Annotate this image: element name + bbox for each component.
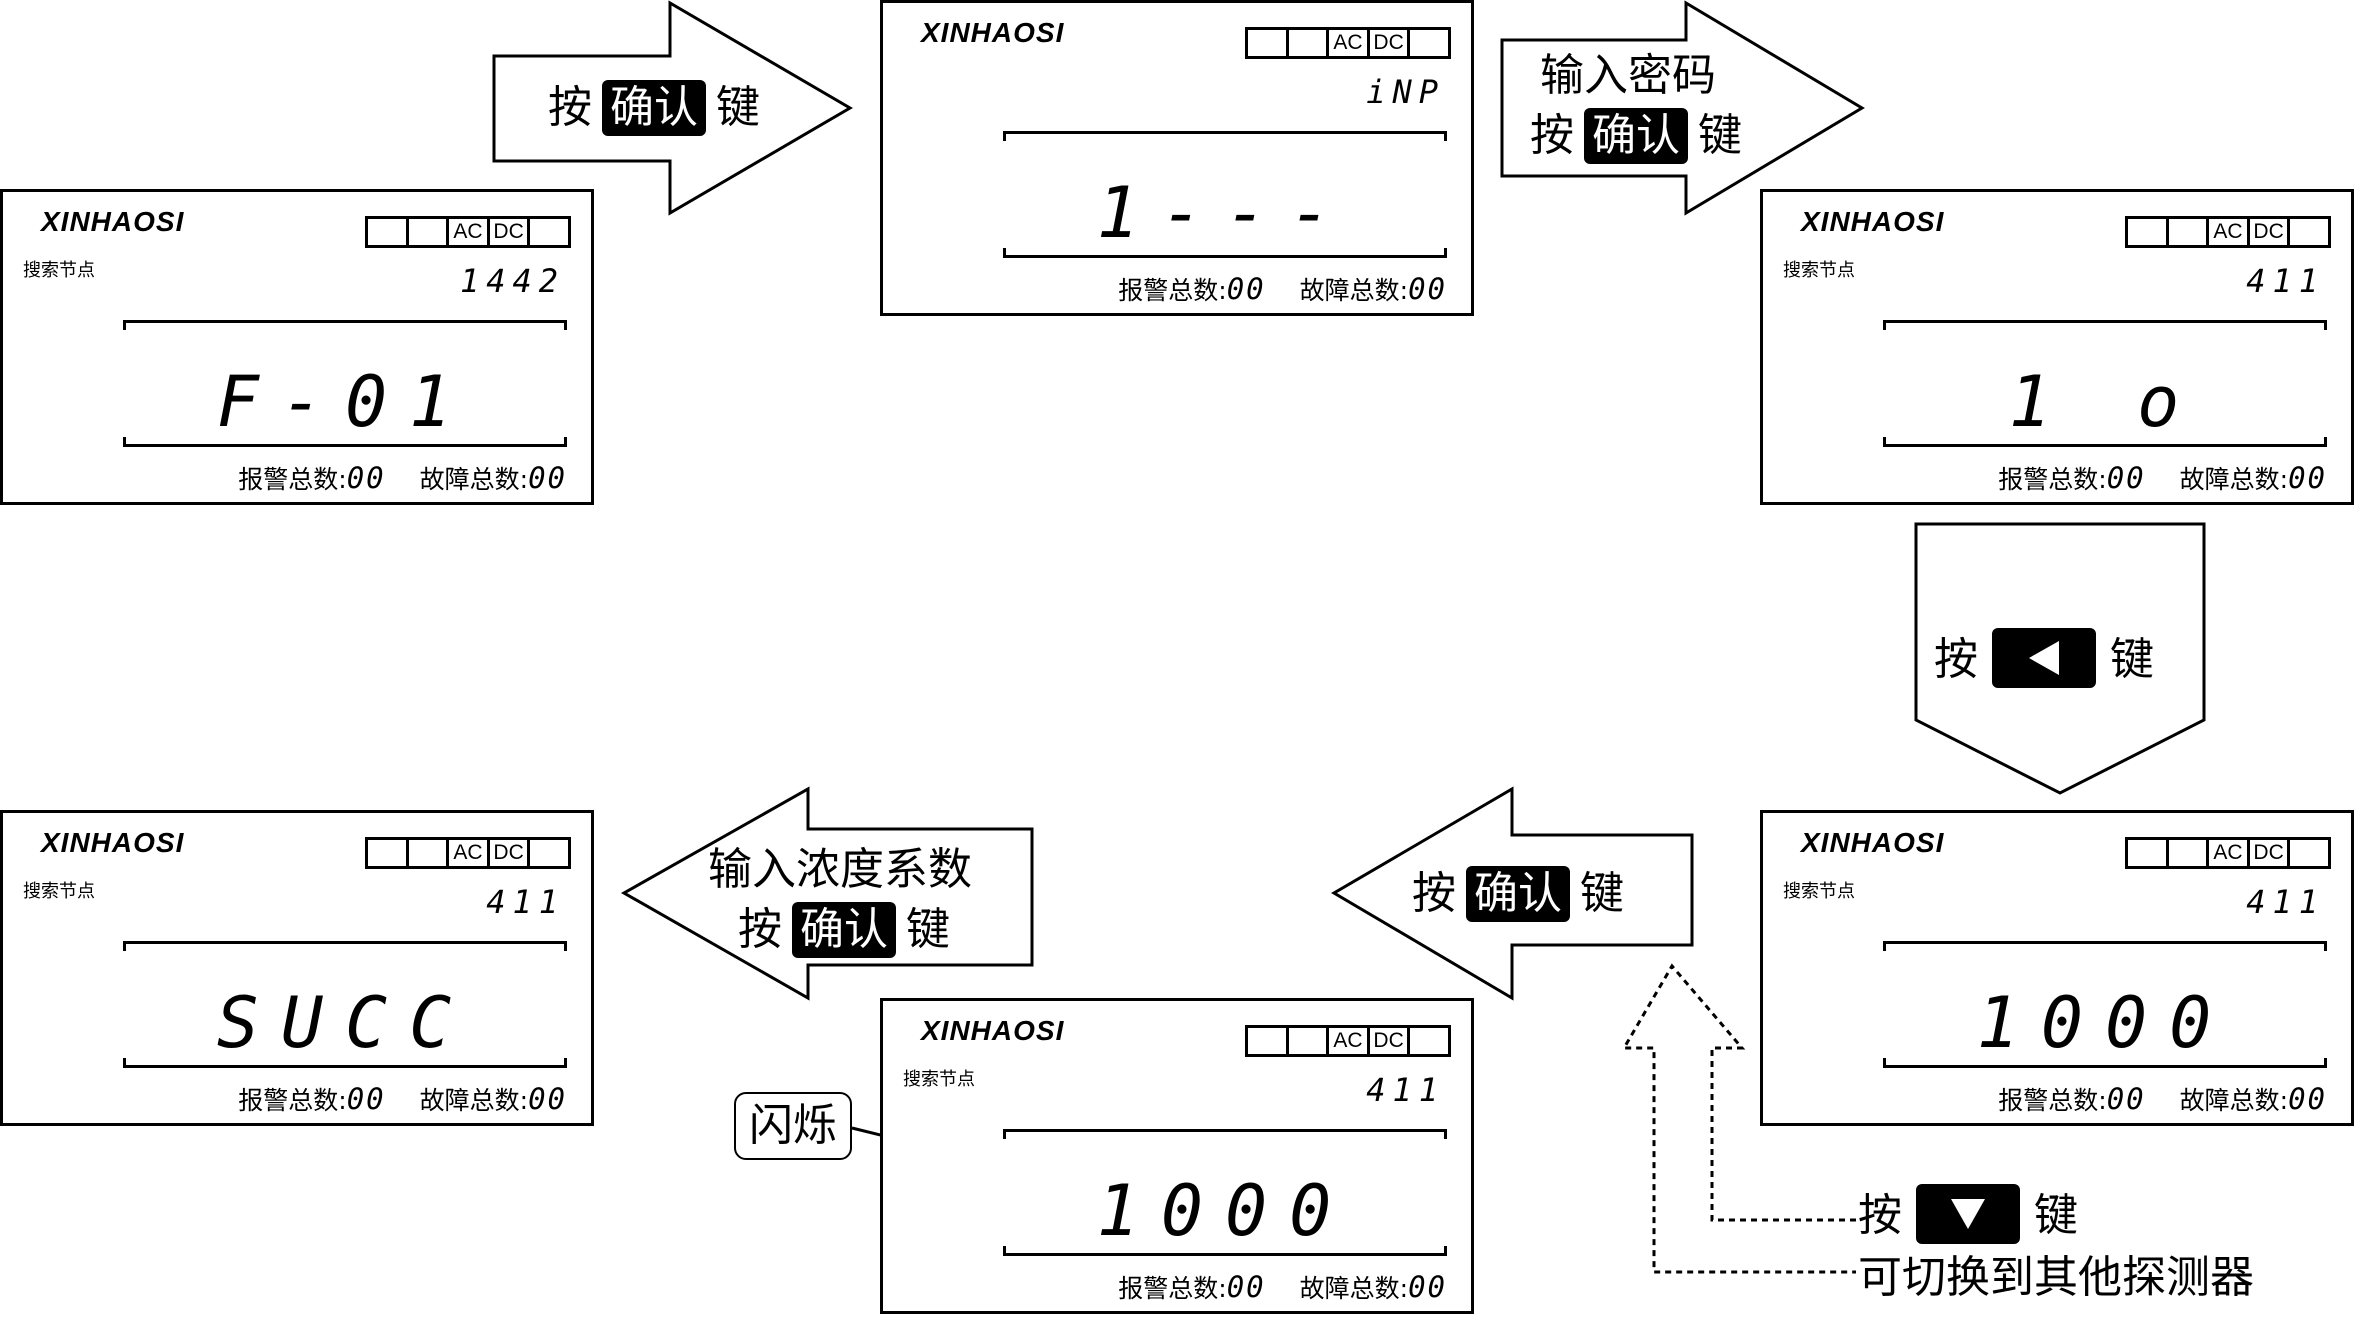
fault-count: 00 — [528, 461, 567, 495]
arrow-coefficient — [620, 786, 1034, 1001]
flash-label: 闪烁 — [734, 1092, 852, 1160]
dc-indicator: DC — [2250, 840, 2291, 866]
main-readout: 1000 — [1096, 1170, 1354, 1252]
step-note: 可切换到其他探测器 — [1858, 1252, 2254, 1303]
search-node-label: 搜索节点 — [23, 260, 95, 281]
divider — [123, 320, 567, 330]
arrow-down-key — [1621, 963, 1856, 1274]
divider — [1883, 437, 2327, 447]
divider — [123, 437, 567, 447]
search-node-label: 搜索节点 — [1783, 881, 1855, 902]
search-node-label: 搜索节点 — [903, 1069, 975, 1090]
ac-indicator: AC — [449, 219, 490, 245]
brand-logo: XINHAOSI — [921, 1015, 1065, 1046]
fault-count: 00 — [2288, 461, 2327, 495]
step-down-key: 按键 可切换到其他探测器 — [1858, 1184, 2254, 1308]
node-code: 1442 — [459, 262, 565, 300]
dc-indicator: DC — [1370, 30, 1411, 56]
alarm-count: 00 — [1226, 272, 1266, 306]
step-coefficient: 输入浓度系数 按确认键 — [708, 840, 972, 960]
search-node-label: 搜索节点 — [23, 881, 95, 902]
step-left-key: 按键 — [1934, 628, 2154, 692]
node-code: 411 — [1366, 1071, 1445, 1109]
down-triangle-icon — [1916, 1184, 2020, 1244]
ac-indicator: AC — [2209, 219, 2250, 245]
alarm-count: 00 — [346, 1082, 386, 1116]
node-code: 411 — [2246, 883, 2325, 921]
divider — [1883, 320, 2327, 330]
brand-logo: XINHAOSI — [921, 17, 1065, 48]
divider — [1003, 1246, 1447, 1256]
dc-indicator: DC — [490, 219, 531, 245]
main-readout: SUCC — [216, 982, 474, 1064]
search-node-label: 搜索节点 — [1783, 260, 1855, 281]
main-readout: 1 o — [2008, 361, 2202, 443]
divider — [1883, 941, 2327, 951]
divider — [1003, 131, 1447, 141]
fault-count: 00 — [1408, 1270, 1447, 1304]
ac-indicator: AC — [1329, 30, 1370, 56]
ac-indicator: AC — [449, 840, 490, 866]
alarm-count: 00 — [346, 461, 386, 495]
ac-indicator: AC — [1329, 1028, 1370, 1054]
step-confirm-1: 按确认键 — [548, 80, 760, 136]
fault-count: 00 — [528, 1082, 567, 1116]
divider — [1003, 248, 1447, 258]
main-readout: 1000 — [1976, 982, 2234, 1064]
confirm-key: 确认 — [1584, 108, 1688, 164]
node-code: iNP — [1366, 73, 1445, 111]
alarm-count: 00 — [2106, 461, 2146, 495]
divider — [1003, 1129, 1447, 1139]
divider — [123, 941, 567, 951]
divider — [123, 1058, 567, 1068]
step-password: 输入密码 按确认键 — [1530, 46, 1742, 166]
brand-logo: XINHAOSI — [1801, 827, 1945, 858]
main-readout: 1--- — [1096, 172, 1354, 254]
dc-indicator: DC — [1370, 1028, 1411, 1054]
ac-indicator: AC — [2209, 840, 2250, 866]
confirm-key: 确认 — [602, 80, 706, 136]
node-code: 411 — [2246, 262, 2325, 300]
step-instruction: 输入浓度系数 — [708, 844, 972, 895]
brand-logo: XINHAOSI — [1801, 206, 1945, 237]
fault-count: 00 — [2288, 1082, 2327, 1116]
confirm-key: 确认 — [1466, 866, 1570, 922]
confirm-key: 确认 — [792, 902, 896, 958]
brand-logo: XINHAOSI — [41, 827, 185, 858]
step-instruction: 输入密码 — [1540, 50, 1716, 101]
fault-count: 00 — [1408, 272, 1447, 306]
alarm-count: 00 — [2106, 1082, 2146, 1116]
alarm-count: 00 — [1226, 1270, 1266, 1304]
dc-indicator: DC — [2250, 219, 2291, 245]
divider — [1883, 1058, 2327, 1068]
step-confirm-2: 按确认键 — [1412, 866, 1624, 922]
left-triangle-icon — [1992, 628, 2096, 688]
node-code: 411 — [486, 883, 565, 921]
brand-logo: XINHAOSI — [41, 206, 185, 237]
main-readout: F-01 — [216, 361, 474, 443]
dc-indicator: DC — [490, 840, 531, 866]
